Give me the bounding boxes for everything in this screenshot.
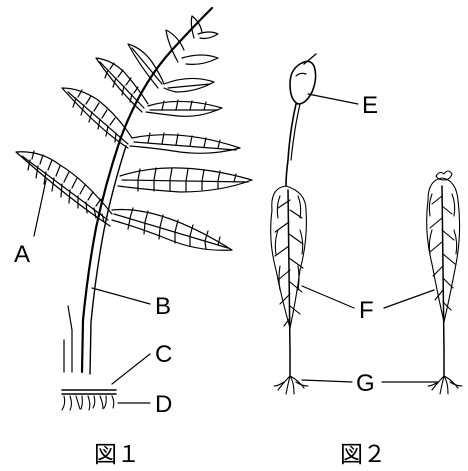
fern-rhizome <box>62 390 116 410</box>
moss-plant-right <box>427 171 462 394</box>
figure1-caption: 図１ <box>94 442 140 468</box>
fern-stalk <box>82 8 212 372</box>
figure2-caption: 図２ <box>340 442 386 468</box>
moss-capsule <box>290 54 316 104</box>
label-e: E <box>362 92 378 119</box>
fig2-leader-lines <box>302 94 438 382</box>
label-b: B <box>155 293 171 320</box>
label-c: C <box>155 341 172 368</box>
label-f: F <box>359 297 374 324</box>
fern-illustration: A B C D 図１ <box>14 8 252 468</box>
label-g: G <box>356 370 375 397</box>
moss-seta <box>286 104 296 186</box>
moss-plant-left <box>271 186 308 394</box>
label-d: D <box>155 391 172 418</box>
fern-leaves <box>16 16 252 250</box>
label-a: A <box>14 241 30 268</box>
moss-illustration: E F G 図２ <box>271 54 462 468</box>
